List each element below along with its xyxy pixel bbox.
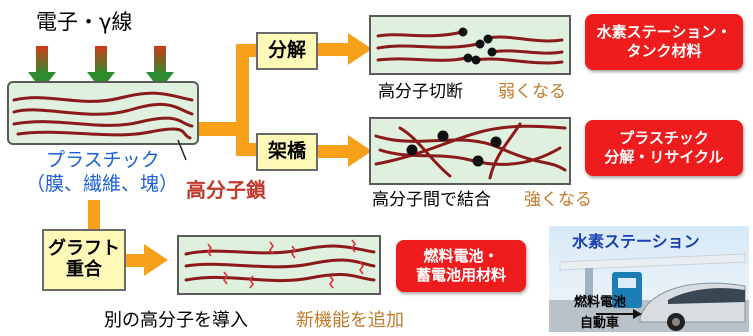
photo-caption-line2: 自動車: [580, 316, 620, 331]
chain-pointer: [177, 139, 187, 161]
graft-process-box: グラフト 重合: [42, 229, 126, 291]
decompose-result-label: 高分子切断: [378, 82, 463, 102]
crosslink-application-line1: プラスチック: [619, 128, 709, 147]
crosslink-process-box: 架橋: [256, 133, 318, 171]
crosslink-application-badge: プラスチック 分解・リサイクル: [585, 120, 743, 176]
graft-side-chains: [207, 239, 364, 289]
graft-result-label: 別の高分子を導入: [104, 310, 248, 331]
crosslink-application-line2: 分解・リサイクル: [604, 148, 724, 166]
decompose-chains: [376, 30, 564, 65]
decompose-effect-label: 弱くなる: [498, 82, 566, 102]
photo-caption-line1: 燃料電池: [574, 295, 627, 310]
graft-process-label-line2: 重合: [66, 259, 102, 280]
decompose-process-box: 分解: [256, 32, 318, 70]
photo-title: 水素ステーション: [572, 232, 700, 251]
crosslink-result-label: 高分子間で結合: [372, 190, 491, 210]
plastic-form-label: （膜、繊維、塊）: [26, 173, 179, 195]
crosslink-process-label: 架橋: [267, 140, 306, 163]
graft-process-label-line1: グラフト: [48, 238, 120, 260]
decompose-process-label: 分解: [267, 39, 306, 62]
connector-arrows: [88, 33, 372, 276]
hydrogen-station-photo: [549, 226, 749, 332]
decompose-break-points: [458, 27, 497, 65]
plastic-chains: [12, 91, 194, 140]
decompose-application-line1: 水素ステーション・: [596, 22, 732, 41]
decompose-application-line2: タンク材料: [626, 42, 702, 60]
graft-application-badge: 燃料電池・ 蓄電池用材料: [396, 240, 526, 292]
radiation-source-label: 電子・γ線: [36, 10, 133, 34]
crosslink-points: [406, 130, 502, 167]
crosslink-effect-label: 強くなる: [524, 190, 592, 210]
graft-application-line2: 蓄電池用材料: [415, 266, 506, 284]
polymer-chain-label: 高分子鎖: [186, 178, 266, 202]
graft-effect-label: 新機能を追加: [296, 310, 404, 331]
graft-application-line1: 燃料電池・: [423, 246, 499, 265]
plastic-label: プラスチック: [46, 149, 160, 171]
decompose-application-badge: 水素ステーション・ タンク材料: [585, 14, 743, 70]
